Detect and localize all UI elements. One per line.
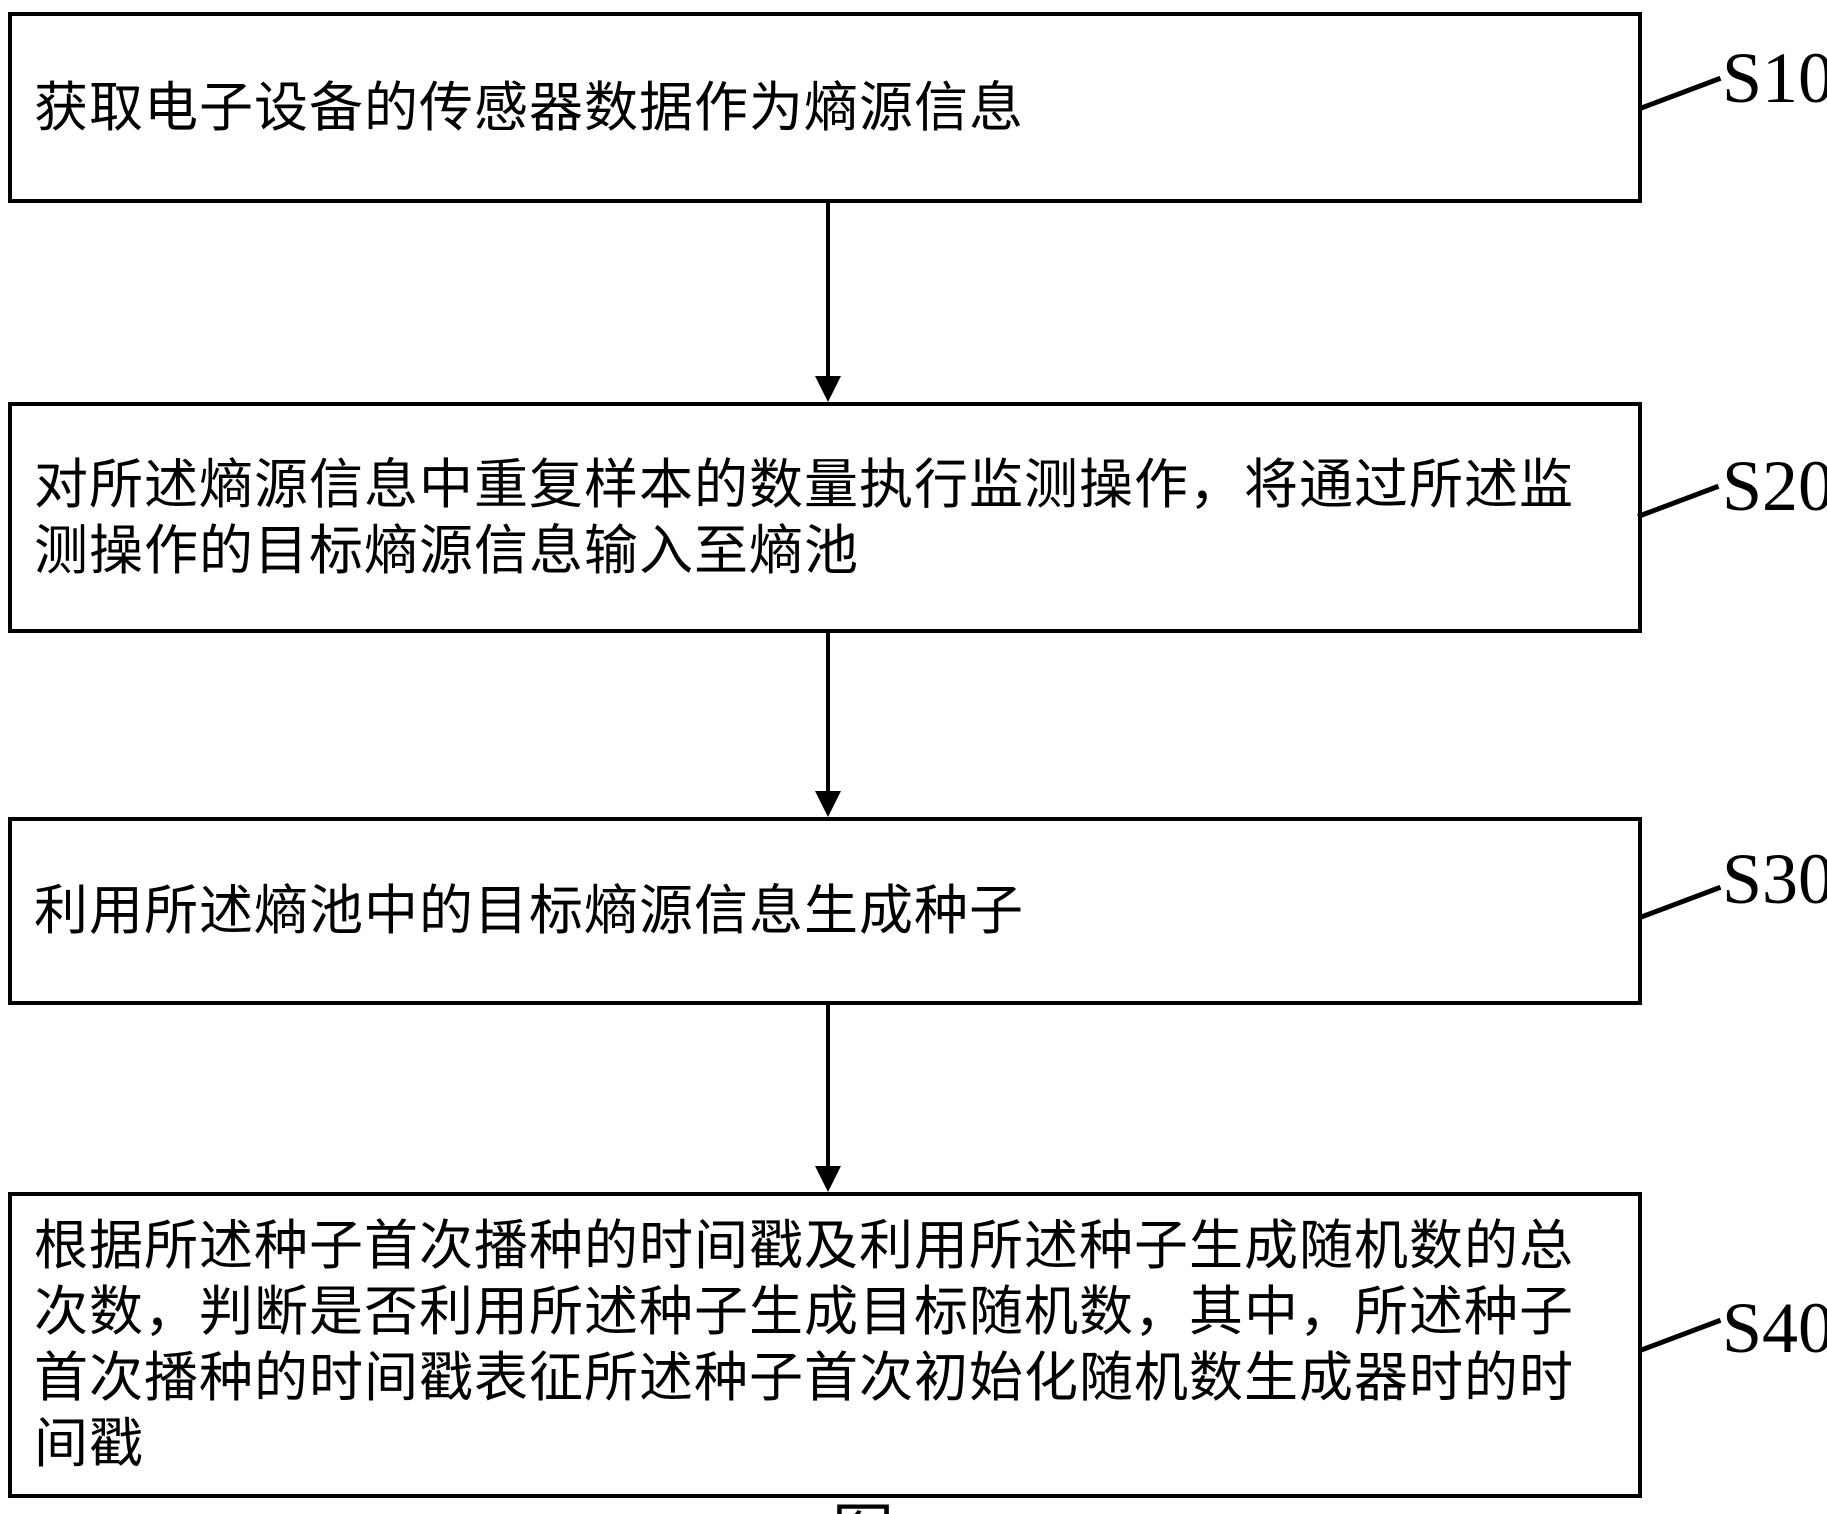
step-label-s40: S40 — [1722, 1292, 1827, 1364]
flow-arrow-line-2 — [826, 633, 830, 791]
step-text-s20: 对所述熵源信息中重复样本的数量执行监测操作，将通过所述监测操作的目标熵源信息输入… — [34, 452, 1616, 584]
step-box-s40: 根据所述种子首次播种的时间戳及利用所述种子生成随机数的总次数，判断是否利用所述种… — [8, 1192, 1642, 1498]
flow-arrow-head-3 — [815, 1166, 841, 1192]
label-connector-s20 — [1637, 484, 1719, 519]
flow-arrow-line-3 — [826, 1005, 830, 1166]
step-box-s30: 利用所述熵池中的目标熵源信息生成种子 — [8, 817, 1642, 1005]
flow-arrow-head-1 — [815, 376, 841, 402]
step-text-s10: 获取电子设备的传感器数据作为熵源信息 — [34, 75, 1024, 141]
figure-caption: 图 — [830, 1503, 896, 1514]
flow-arrow-head-2 — [815, 791, 841, 817]
step-label-s10: S10 — [1722, 42, 1827, 114]
step-text-s40: 根据所述种子首次播种的时间戳及利用所述种子生成随机数的总次数，判断是否利用所述种… — [34, 1213, 1616, 1477]
label-connector-s40 — [1639, 1318, 1721, 1353]
label-connector-s30 — [1639, 885, 1721, 920]
step-label-s20: S20 — [1722, 450, 1827, 522]
label-connector-s10 — [1639, 76, 1721, 111]
step-label-s30: S30 — [1722, 843, 1827, 915]
step-box-s20: 对所述熵源信息中重复样本的数量执行监测操作，将通过所述监测操作的目标熵源信息输入… — [8, 402, 1642, 633]
flow-arrow-line-1 — [826, 203, 830, 376]
step-box-s10: 获取电子设备的传感器数据作为熵源信息 — [8, 12, 1642, 203]
step-text-s30: 利用所述熵池中的目标熵源信息生成种子 — [34, 878, 1024, 944]
